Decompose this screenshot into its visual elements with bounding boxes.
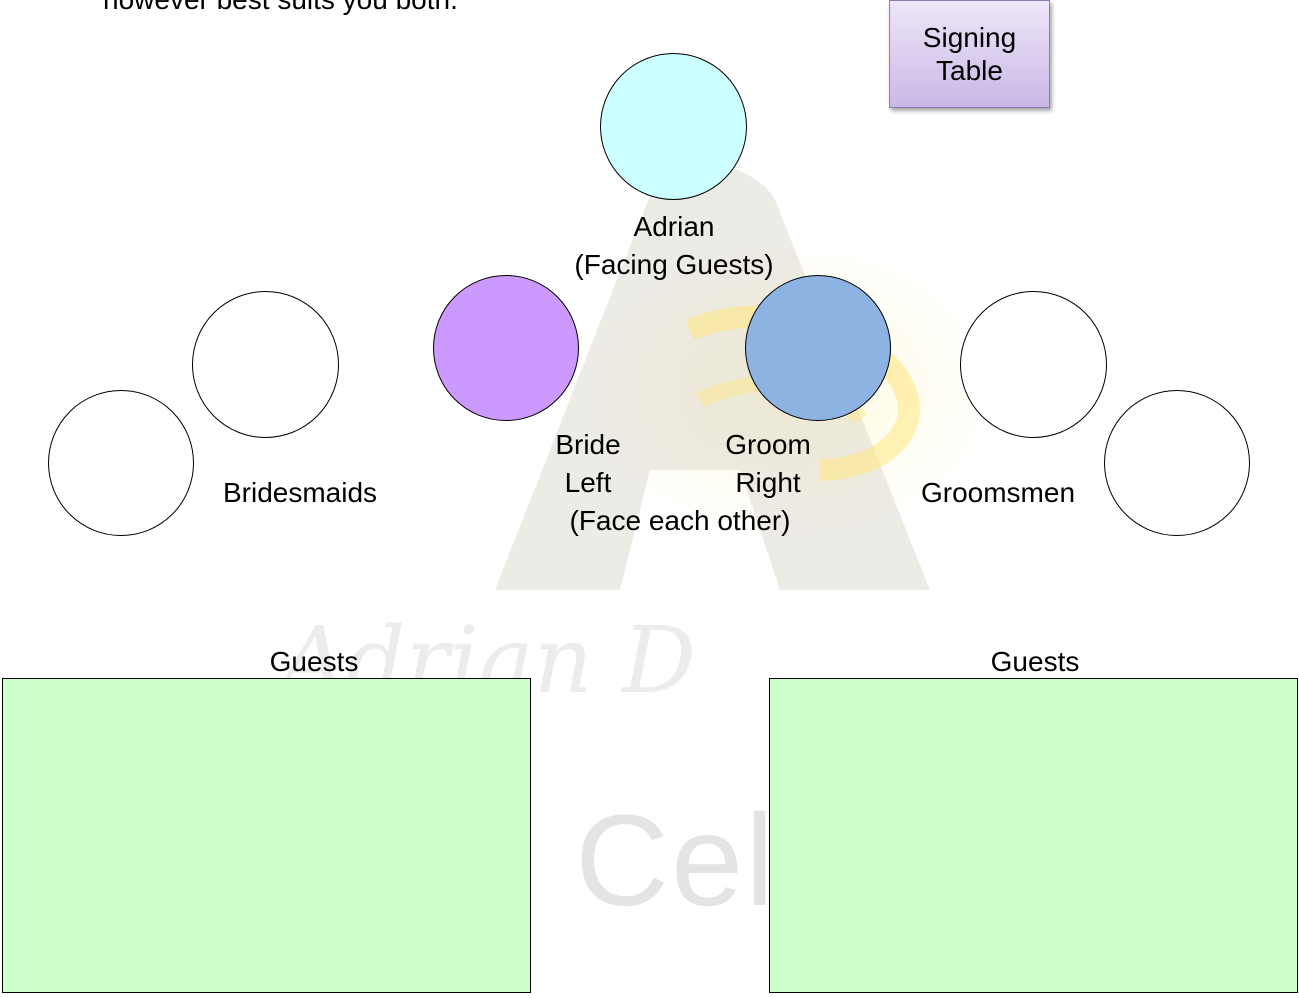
signing-table-label-line1: Signing (922, 22, 1017, 53)
groomsman-circle-1 (960, 291, 1107, 438)
bridesmaids-label: Bridesmaids (222, 477, 378, 508)
intro-text: however best suits you both. (103, 0, 458, 16)
couple-note: (Face each other) (569, 505, 791, 536)
bride-position: Left (564, 467, 612, 498)
signing-table-box: Signing Table (889, 0, 1050, 108)
guests-left-area (2, 678, 531, 993)
groomsmen-label: Groomsmen (920, 477, 1076, 508)
bride-circle (433, 275, 579, 421)
groom-position: Right (735, 467, 801, 498)
guests-left-label: Guests (269, 646, 359, 677)
celebrant-circle (600, 53, 747, 200)
signing-table-label-line2: Table (936, 55, 1003, 86)
bride-label: Bride (555, 429, 621, 460)
celebrant-name: Adrian (633, 211, 715, 242)
groom-circle (745, 275, 891, 421)
guests-right-label: Guests (990, 646, 1080, 677)
bridesmaid-circle-2 (48, 390, 194, 536)
bridesmaid-circle-1 (192, 291, 339, 438)
groom-label: Groom (725, 429, 811, 460)
guests-right-area (769, 678, 1298, 993)
groomsman-circle-2 (1104, 390, 1250, 536)
celebrant-note: (Facing Guests) (574, 249, 774, 280)
